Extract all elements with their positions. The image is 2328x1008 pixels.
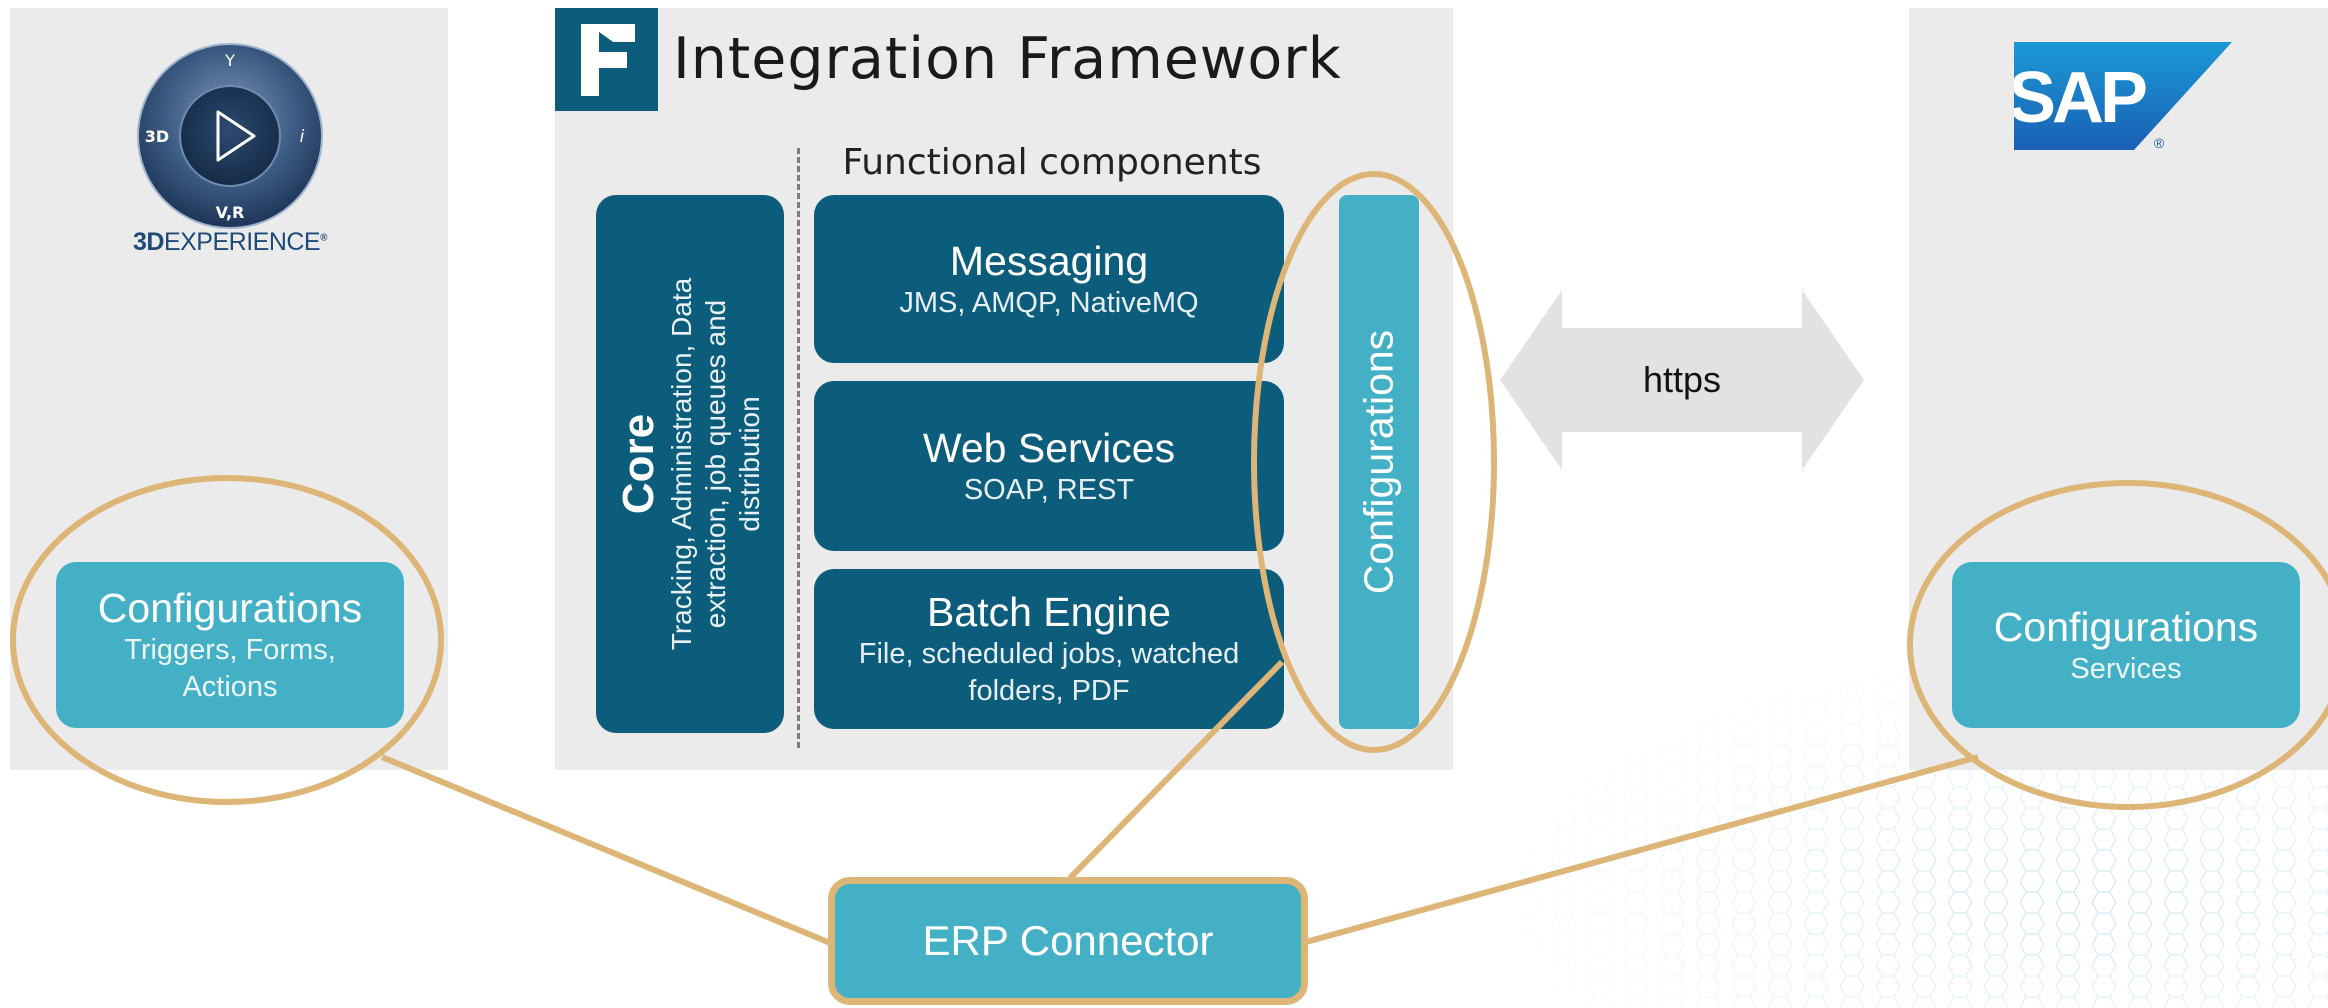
erp-connector-box: ERP Connector bbox=[828, 877, 1308, 1005]
sap-configurations-title: Configurations bbox=[1993, 603, 2259, 650]
framework-f-logo-icon bbox=[555, 8, 658, 111]
compass-bottom-label: V,R bbox=[216, 203, 245, 222]
sap-configurations-box: Configurations Services bbox=[1952, 562, 2300, 728]
messaging-title: Messaging bbox=[949, 237, 1149, 284]
framework-highlight-ellipse bbox=[1251, 171, 1497, 753]
batch-engine-box: Batch Engine File, scheduled jobs, watch… bbox=[814, 569, 1284, 729]
sap-configurations-subtitle: Services bbox=[2070, 652, 2182, 685]
web-services-title: Web Services bbox=[922, 424, 1176, 471]
web-services-subtitle: SOAP, REST bbox=[963, 473, 1135, 506]
double-arrow-icon bbox=[1500, 290, 1864, 470]
connector-line-right bbox=[1305, 754, 1979, 945]
platform-configurations-subtitle-line1: Triggers, Forms, bbox=[124, 634, 336, 666]
connector-line-center bbox=[1067, 659, 1285, 881]
erp-connector-label: ERP Connector bbox=[922, 917, 1214, 964]
compass-logo-icon: Y 3D i V,R bbox=[137, 43, 323, 229]
platform-configurations-subtitle-line2: Actions bbox=[182, 671, 278, 703]
batch-engine-title: Batch Engine bbox=[927, 589, 1171, 635]
sap-logo-mark: ® bbox=[2154, 135, 2165, 150]
sap-logo-icon: SAP ® bbox=[2014, 42, 2232, 150]
compass-top-label: Y bbox=[224, 51, 235, 70]
brand-3dexperience: 3DEXPERIENCE® bbox=[90, 228, 370, 257]
brand-mark: ® bbox=[320, 232, 327, 244]
batch-engine-subtitle-line2: folders, PDF bbox=[968, 675, 1130, 707]
brand-bold: 3D bbox=[132, 228, 164, 256]
batch-engine-subtitle-line1: File, scheduled jobs, watched bbox=[858, 638, 1240, 670]
compass-right-label: i bbox=[300, 127, 305, 147]
page-title: Integration Framework bbox=[673, 26, 1342, 92]
separator-dashed-line bbox=[797, 148, 800, 748]
platform-configurations-box: Configurations Triggers, Forms, Actions bbox=[56, 562, 404, 728]
platform-highlight-ellipse bbox=[10, 475, 444, 805]
compass-left-label: 3D bbox=[145, 127, 169, 146]
core-box: Core Tracking, Administration, Data extr… bbox=[596, 195, 784, 733]
https-label: https bbox=[1642, 359, 1722, 400]
messaging-box: Messaging JMS, AMQP, NativeMQ bbox=[814, 195, 1284, 363]
brand-light: EXPERIENCE bbox=[163, 228, 321, 256]
functional-components-label: Functional components bbox=[842, 142, 1262, 183]
messaging-subtitle: JMS, AMQP, NativeMQ bbox=[899, 286, 1199, 319]
connector-line-left bbox=[380, 754, 837, 948]
sap-highlight-ellipse bbox=[1907, 480, 2328, 810]
platform-configurations-title: Configurations bbox=[97, 585, 363, 631]
web-services-box: Web Services SOAP, REST bbox=[814, 381, 1284, 551]
framework-configurations-box: Configurations bbox=[1339, 195, 1419, 729]
sap-logo-text: SAP bbox=[2014, 58, 2146, 138]
